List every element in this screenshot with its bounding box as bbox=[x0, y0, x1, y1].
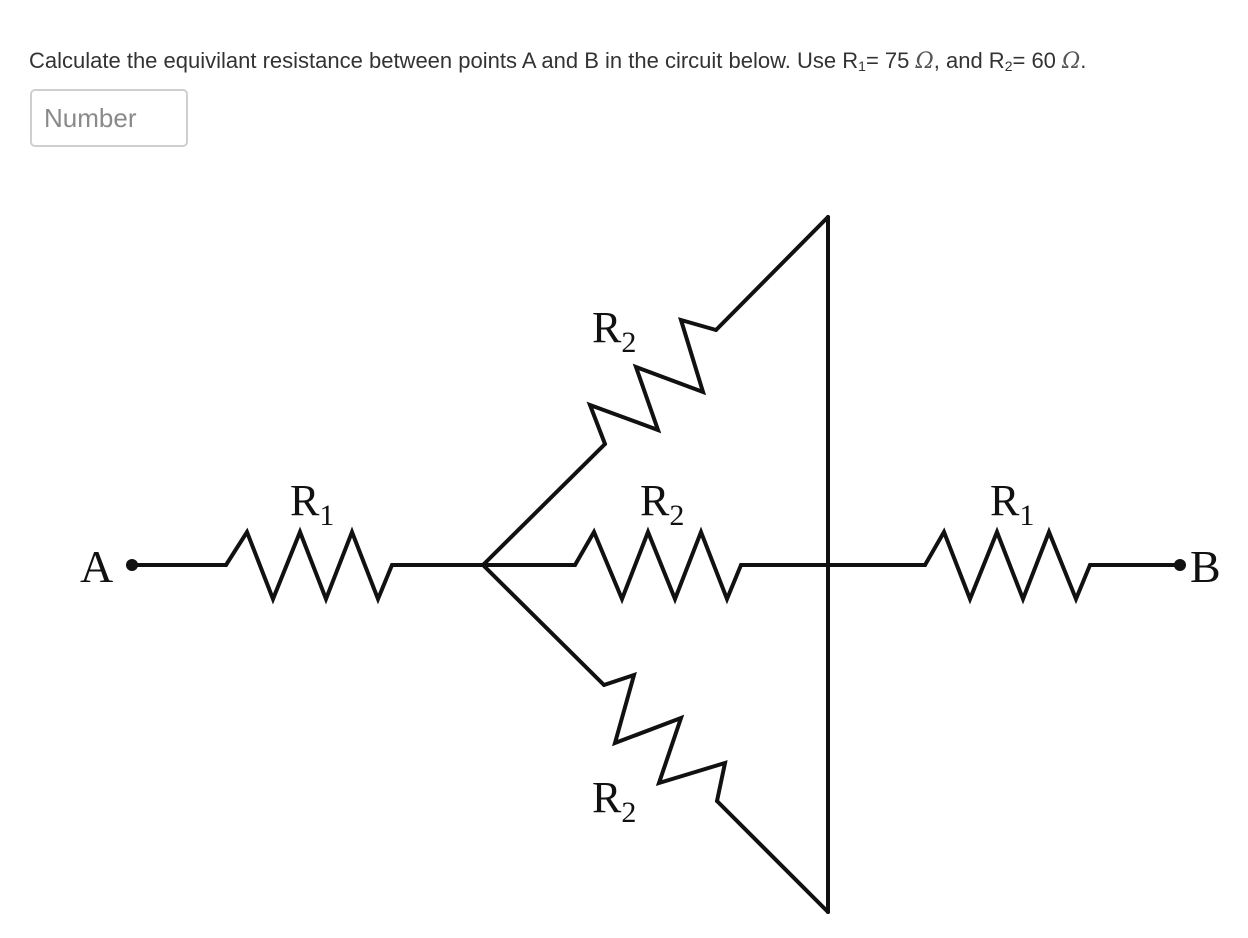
label-r2-middle: R2 bbox=[640, 476, 684, 532]
question-text-end: . bbox=[1080, 48, 1087, 73]
label-r2-bottom-sub: 2 bbox=[621, 796, 636, 829]
label-r1-left-letter: R bbox=[290, 476, 320, 525]
label-r2-top: R2 bbox=[592, 303, 636, 359]
resistor-left-r1 bbox=[224, 526, 394, 605]
wire-r2-top-to-bus bbox=[714, 215, 830, 332]
terminal-b-dot bbox=[1174, 559, 1186, 571]
r1-subscript: 1 bbox=[858, 58, 866, 74]
label-r1-left: R1 bbox=[290, 476, 334, 532]
question-text-start: Calculate the equivilant resistance betw… bbox=[29, 48, 859, 73]
question-text: Calculate the equivilant resistance betw… bbox=[29, 48, 1086, 74]
answer-number-input[interactable] bbox=[30, 89, 188, 147]
resistor-right-r1 bbox=[923, 526, 1092, 605]
resistor-top-r2 bbox=[586, 317, 718, 446]
label-r2-top-letter: R bbox=[592, 303, 622, 352]
label-r1-right-letter: R bbox=[990, 476, 1020, 525]
wire-r2-bottom-to-bus bbox=[715, 799, 830, 914]
terminal-a-dot bbox=[126, 559, 138, 571]
label-r2-top-sub: 2 bbox=[621, 326, 636, 359]
wire-junction-to-r2-top bbox=[481, 442, 607, 567]
r2-subscript: 2 bbox=[1004, 58, 1013, 74]
label-r2-middle-sub: 2 bbox=[669, 499, 684, 532]
ohm-symbol-2: Ω bbox=[1062, 49, 1081, 74]
label-r2-bottom: R2 bbox=[592, 773, 636, 829]
r2-value: = 60 bbox=[1012, 48, 1063, 73]
node-a-label: A bbox=[80, 541, 113, 592]
label-r2-middle-letter: R bbox=[640, 476, 670, 525]
question-text-middle: , and R bbox=[933, 48, 1005, 73]
r1-value: = 75 bbox=[865, 48, 916, 73]
label-r2-bottom-letter: R bbox=[592, 773, 622, 822]
label-r1-left-sub: 1 bbox=[319, 499, 334, 532]
resistor-bottom-r2 bbox=[602, 671, 728, 803]
node-b-label: B bbox=[1190, 541, 1221, 592]
label-r1-right: R1 bbox=[990, 476, 1034, 532]
ohm-symbol: Ω bbox=[915, 49, 934, 74]
label-r1-right-sub: 1 bbox=[1019, 499, 1034, 532]
wire-junction-to-r2-bottom bbox=[481, 563, 606, 687]
resistor-middle-r2 bbox=[573, 526, 743, 605]
